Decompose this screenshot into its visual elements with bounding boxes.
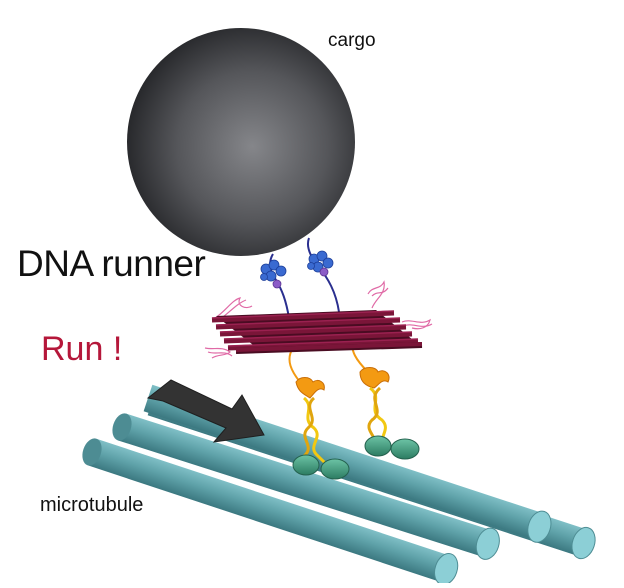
microtubule-label: microtubule <box>40 494 144 516</box>
arrow-icon <box>146 379 265 443</box>
linker-protein-right <box>307 250 334 277</box>
cargo-sphere <box>127 28 355 256</box>
microtubule-front-left <box>82 438 459 586</box>
diagram-title: DNA runner <box>17 243 206 284</box>
kinesin-neck-right <box>359 367 390 389</box>
microtubule-front-right <box>112 413 500 560</box>
kinesin-head-right-front <box>390 438 420 460</box>
kinesin-head-right-rear <box>364 435 392 457</box>
kinesin-motor-right <box>351 336 420 460</box>
dna-origami-bundle <box>211 310 423 354</box>
kinesin-head-left-rear <box>292 454 320 476</box>
run-label: Run ! <box>41 330 123 368</box>
cargo-linkers <box>260 237 340 319</box>
kinesin-neck-left <box>295 377 325 399</box>
kinesin-tether-left <box>288 347 301 383</box>
linker-protein-left <box>260 259 287 289</box>
kinesin-motor-left <box>288 347 350 480</box>
cargo-label: cargo <box>328 30 376 51</box>
kinesin-head-left-front <box>320 458 350 480</box>
microtubules <box>82 384 596 586</box>
